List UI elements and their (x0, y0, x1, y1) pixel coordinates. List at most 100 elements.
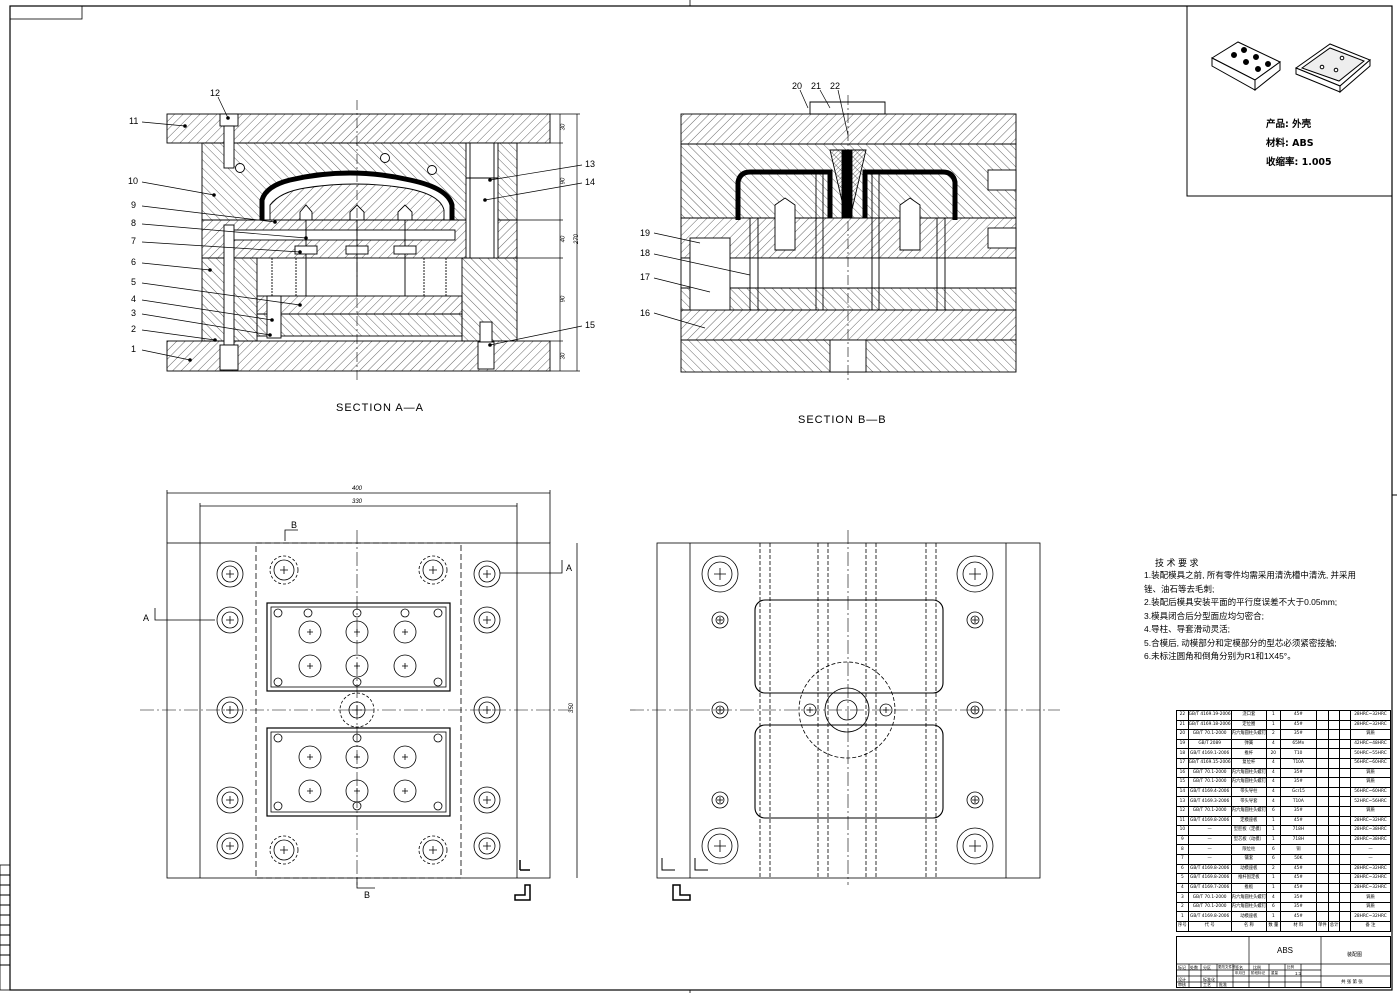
hole-circle (711, 611, 729, 629)
bom-cell-name: 动模座板 (1230, 863, 1268, 875)
bom-cell-mat: 45# (1279, 882, 1318, 894)
bom-cell-w3 (1339, 805, 1351, 817)
bom-cell-note: 调质 (1349, 729, 1392, 740)
bom-cell-no: 17 (1176, 757, 1189, 769)
bom-cell-qty: 6 (1266, 901, 1281, 913)
hole-circle (352, 608, 362, 618)
bom-cell-qty: 6 (1266, 853, 1281, 865)
dim-width-330: 330 (352, 499, 363, 505)
bom-cell-note: 56HRC~60HRC (1349, 786, 1392, 798)
title-label-weight: 重量 (1271, 971, 1278, 975)
hole-circle (303, 608, 313, 618)
bom-cell-mat: 35# (1279, 729, 1318, 740)
hole-circle (216, 560, 244, 588)
center-mark (280, 566, 288, 574)
hole-circle (433, 733, 443, 743)
bom-cell-w3 (1339, 863, 1351, 875)
hole-circle (473, 696, 501, 724)
hole-circle (707, 561, 733, 587)
title-label-zone: 分区 (1203, 965, 1211, 970)
hole-circle (433, 801, 443, 811)
hole-circle (956, 555, 994, 593)
hole-circle (966, 701, 984, 719)
bom-cell-no: 20 (1176, 729, 1189, 740)
bom-cell-mat: 65Mn (1279, 738, 1318, 750)
hole-circle (478, 611, 496, 629)
hole-circle (715, 615, 725, 625)
hole-circle (478, 565, 496, 583)
bom-cell-w2 (1327, 834, 1341, 846)
bom-cell-w1 (1316, 825, 1329, 836)
bom-cell-no: 3 (1176, 892, 1189, 903)
bom-cell-qty: 4 (1266, 767, 1281, 779)
section-bb-view (680, 95, 1017, 380)
bom-cell-std: GB/T 4169.19-2006 (1187, 710, 1232, 721)
center-mark (226, 842, 234, 850)
leader-label-9: 9 (131, 200, 137, 210)
bom-cell-no: 序号 (1176, 921, 1189, 932)
bom-cell-std: GB/T 4169.15-2006 (1187, 757, 1232, 769)
title-label-mark: 标记 (1178, 965, 1186, 970)
leader-label-13: 13 (585, 159, 596, 169)
center-mark (717, 617, 723, 623)
bom-cell-mat: 35# (1279, 901, 1318, 913)
hole-circle (966, 791, 984, 809)
bom-cell-w3 (1339, 757, 1351, 769)
bom-cell-std: — (1187, 834, 1232, 846)
center-mark (483, 706, 491, 714)
hole-circle (269, 555, 299, 585)
hole-circle (970, 705, 980, 715)
hole-circle (298, 745, 322, 769)
bom-cell-w3 (1339, 873, 1351, 884)
hole-circle (701, 827, 739, 865)
dim-height-350: 350 (569, 702, 576, 714)
title-scale-label: 比例 (1253, 965, 1261, 970)
leader-label-16: 16 (640, 308, 651, 318)
leader-label-12: 12 (210, 88, 221, 98)
bom-cell-w3 (1339, 777, 1351, 788)
center-mark (969, 568, 981, 580)
hole-circle (273, 559, 295, 581)
bom-cell-name: 定模座板 (1230, 815, 1268, 827)
title-block-grid (1177, 937, 1390, 987)
center-mark (226, 796, 234, 804)
bom-cell-name: 内六角圆柱头螺钉 (1230, 901, 1268, 913)
hole-circle (273, 839, 295, 861)
bom-cell-w3 (1339, 796, 1351, 807)
bom-cell-note: 28HRC~32HRC (1349, 710, 1392, 721)
center-mark (307, 788, 313, 794)
title-label-stage: 阶段标记 (1251, 971, 1265, 975)
bom-cell-std: GB/T 4169.8-2006 (1187, 911, 1232, 923)
bom-cell-name: 推杆固定板 (1230, 873, 1268, 884)
leader-label-8: 8 (131, 218, 137, 228)
dim-total: 270 (574, 233, 581, 245)
bom-cell-name: 内六角圆柱头螺钉 (1230, 805, 1268, 817)
bom-cell-mat: 铜 (1279, 844, 1318, 855)
bom-cell-w2 (1327, 863, 1341, 875)
tech-line: 2.装配后模具安装平面的平行度误差不大于0.05mm; (1144, 597, 1338, 607)
bom-cell-name: 内六角圆柱头螺钉 (1230, 729, 1268, 740)
bom-cell-no: 2 (1176, 901, 1189, 913)
hole-circle (970, 795, 980, 805)
bom-cell-note: 调质 (1349, 805, 1392, 817)
bom-cell-mat: 45# (1279, 863, 1318, 875)
hole-circle (345, 654, 369, 678)
hole-circle (352, 677, 362, 687)
bom-cell-w3 (1339, 892, 1351, 903)
hole-circle (711, 701, 729, 719)
bom-cell-w1 (1316, 796, 1329, 807)
product-isometric-sketch (1210, 41, 1371, 94)
bom-cell-qty: 4 (1266, 777, 1281, 788)
bom-cell-no: 12 (1176, 805, 1189, 817)
hole-circle (418, 555, 448, 585)
bom-cell-no: 16 (1176, 767, 1189, 779)
bom-cell-note: 28HRC~38HRC (1349, 834, 1392, 846)
bom-cell-note: — (1349, 844, 1392, 855)
center-mark (354, 754, 360, 760)
